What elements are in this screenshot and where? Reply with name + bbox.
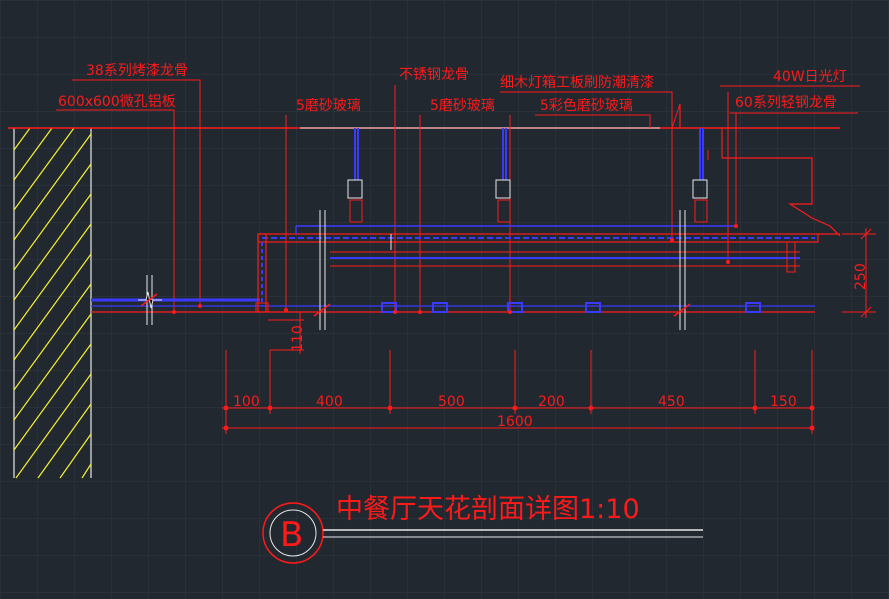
label-keel-60: 60系列轻钢龙骨	[735, 95, 837, 111]
break-ticks	[140, 293, 691, 317]
light-box	[257, 225, 841, 313]
break-lines	[138, 210, 686, 330]
label-frosted-glass-a: 5磨砂玻璃	[296, 97, 361, 114]
dimension-label-500: 500	[438, 394, 465, 410]
label-frosted-glass-b: 5磨砂玻璃	[430, 97, 495, 114]
dimension-label-450: 450	[658, 394, 685, 410]
dimension-label-150: 150	[770, 394, 797, 410]
dimension-label-110: 110	[290, 325, 306, 352]
label-lightbox: 细木灯箱工板刷防潮清漆	[500, 75, 654, 91]
leader-dots	[172, 224, 738, 314]
leader-lines	[56, 79, 860, 312]
dimension-label-1600: 1600	[497, 414, 533, 430]
section-symbol	[262, 502, 703, 564]
label-color-glass: 5彩色磨砂玻璃	[540, 97, 633, 114]
label-lamp: 40W日光灯	[773, 69, 847, 85]
section-mark-letter: B	[280, 515, 303, 555]
dimension-110	[268, 312, 304, 354]
label-keel-38: 38系列烤漆龙骨	[86, 63, 188, 79]
ceiling-hangers	[347, 128, 709, 223]
dimension-250	[842, 228, 876, 318]
label-aluminum-panel: 600x600微孔铝板	[58, 94, 176, 110]
dimension-ticks	[223, 405, 815, 431]
ceiling-panel-left	[91, 298, 815, 313]
drawing-title: 中餐厅天花剖面详图1:10	[336, 494, 640, 525]
dimension-label-200: 200	[538, 394, 565, 410]
panel-joints	[255, 302, 761, 313]
dimension-label-400: 400	[316, 394, 343, 410]
dimension-label-100: 100	[233, 394, 260, 410]
label-stainless-keel: 不锈钢龙骨	[399, 67, 469, 83]
dimension-label-250: 250	[853, 263, 869, 290]
right-soffit	[679, 104, 839, 235]
wall-hatch	[13, 127, 92, 479]
